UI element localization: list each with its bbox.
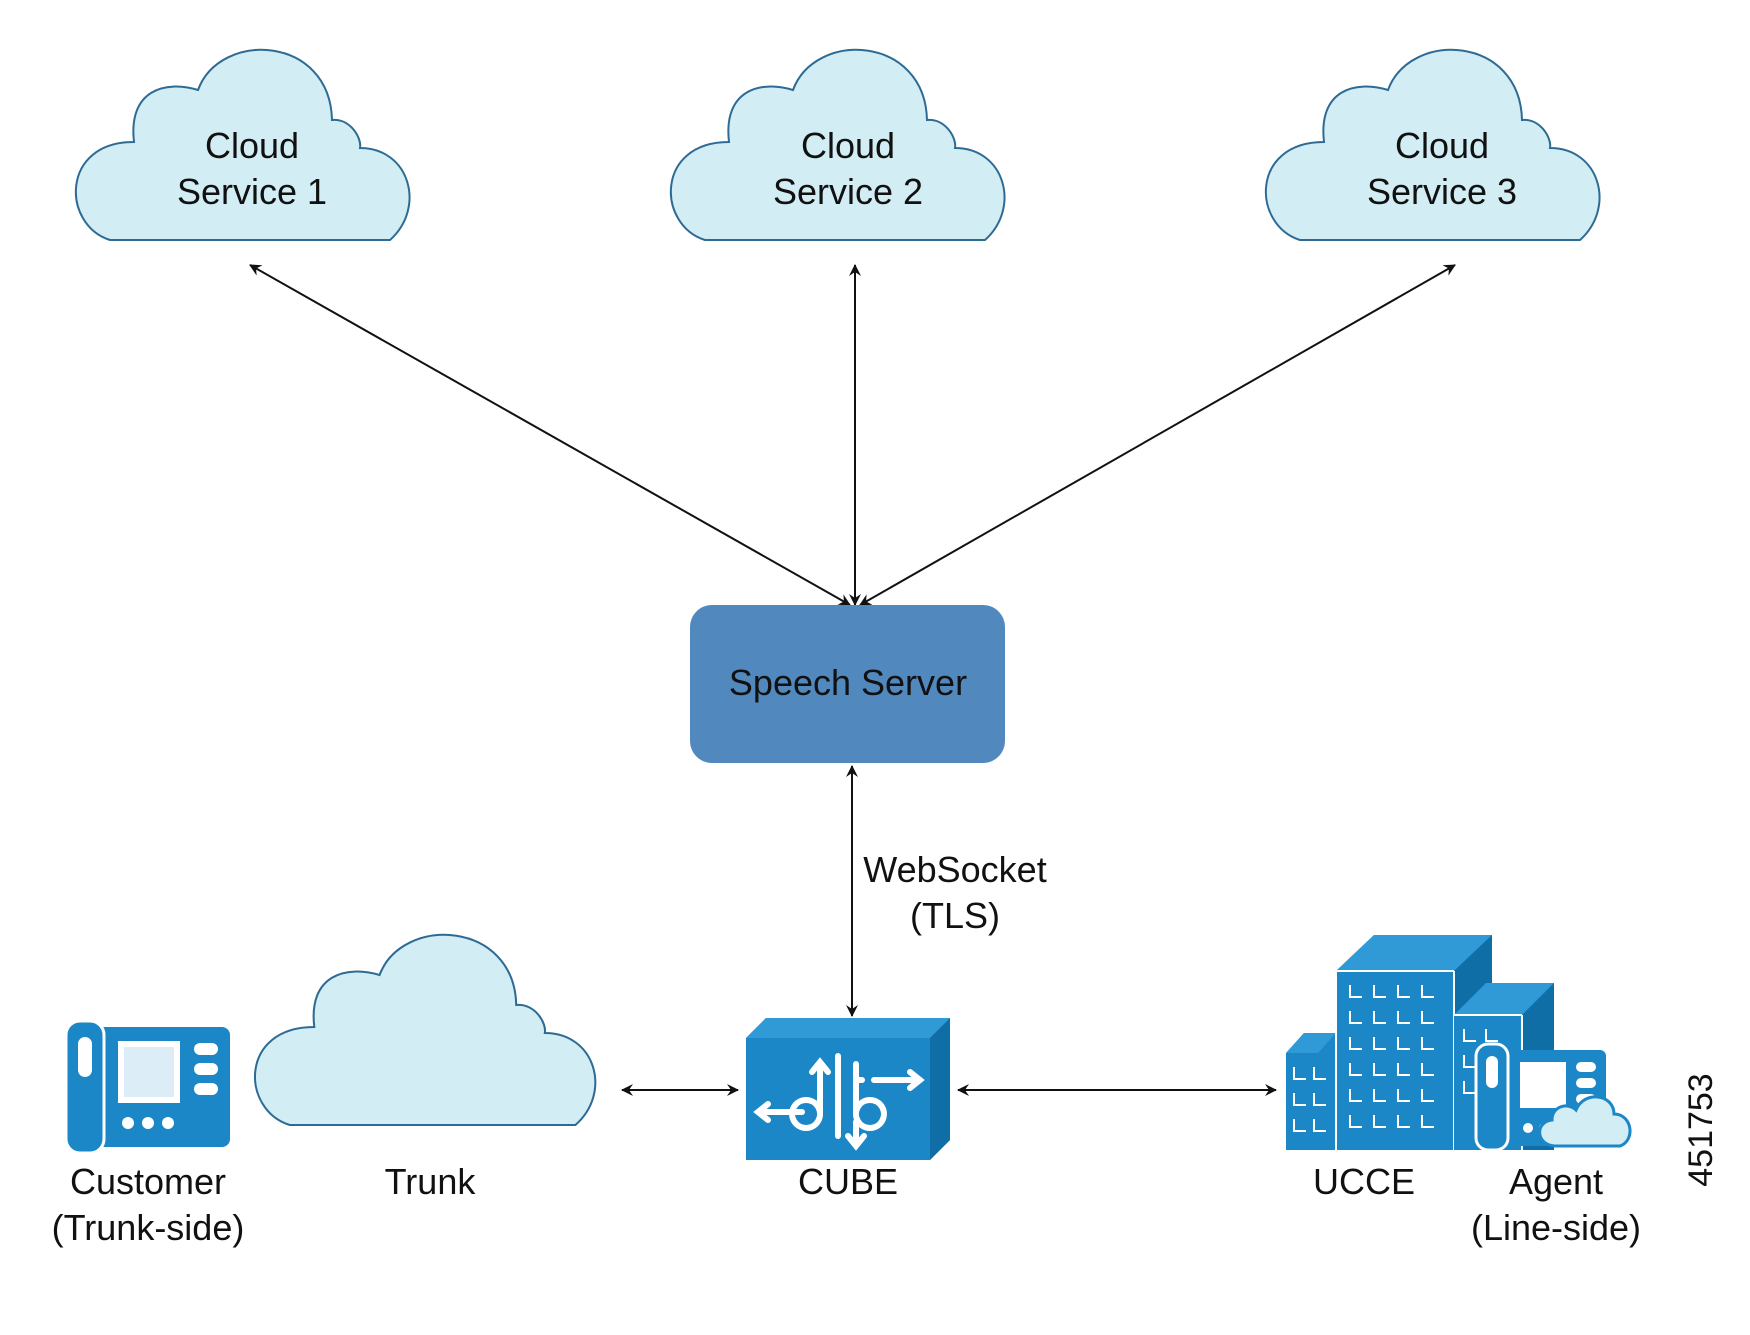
cloud-service-3-line1: Cloud [1395,125,1489,166]
arrow-cloud1-server [249,264,851,606]
cloud-service-2-line2: Service 2 [773,171,923,212]
trunk-cloud [253,933,597,1127]
websocket-label-line2: (TLS) [910,895,1000,936]
cloud-service-1: Cloud Service 1 [74,48,411,241]
customer-label-line1: Customer [70,1161,226,1202]
agent-label-line1: Agent [1509,1161,1603,1202]
agent-cloud-icon [1538,1095,1632,1148]
cube-router-icon [746,1018,950,1160]
trunk-label: Trunk [385,1161,477,1202]
speech-server-label: Speech Server [729,662,967,703]
cloud-service-3-line2: Service 3 [1367,171,1517,212]
ucce-label: UCCE [1313,1161,1415,1202]
cloud-service-3: Cloud Service 3 [1264,48,1601,241]
cloud-service-2-line1: Cloud [801,125,895,166]
cloud-links [249,264,1456,606]
customer-label-line2: (Trunk-side) [52,1207,245,1248]
cube-label: CUBE [798,1161,898,1202]
phone-icon [64,1019,230,1155]
speech-server: Speech Server [690,605,1005,763]
cloud-service-2: Cloud Service 2 [669,48,1006,241]
cloud-service-1-line1: Cloud [205,125,299,166]
agent-label-line2: (Line-side) [1471,1207,1641,1248]
figure-id: 451753 [1682,1073,1720,1186]
cloud-service-1-line2: Service 1 [177,171,327,212]
arrow-cloud3-server [859,264,1456,606]
websocket-label-line1: WebSocket [863,849,1046,890]
